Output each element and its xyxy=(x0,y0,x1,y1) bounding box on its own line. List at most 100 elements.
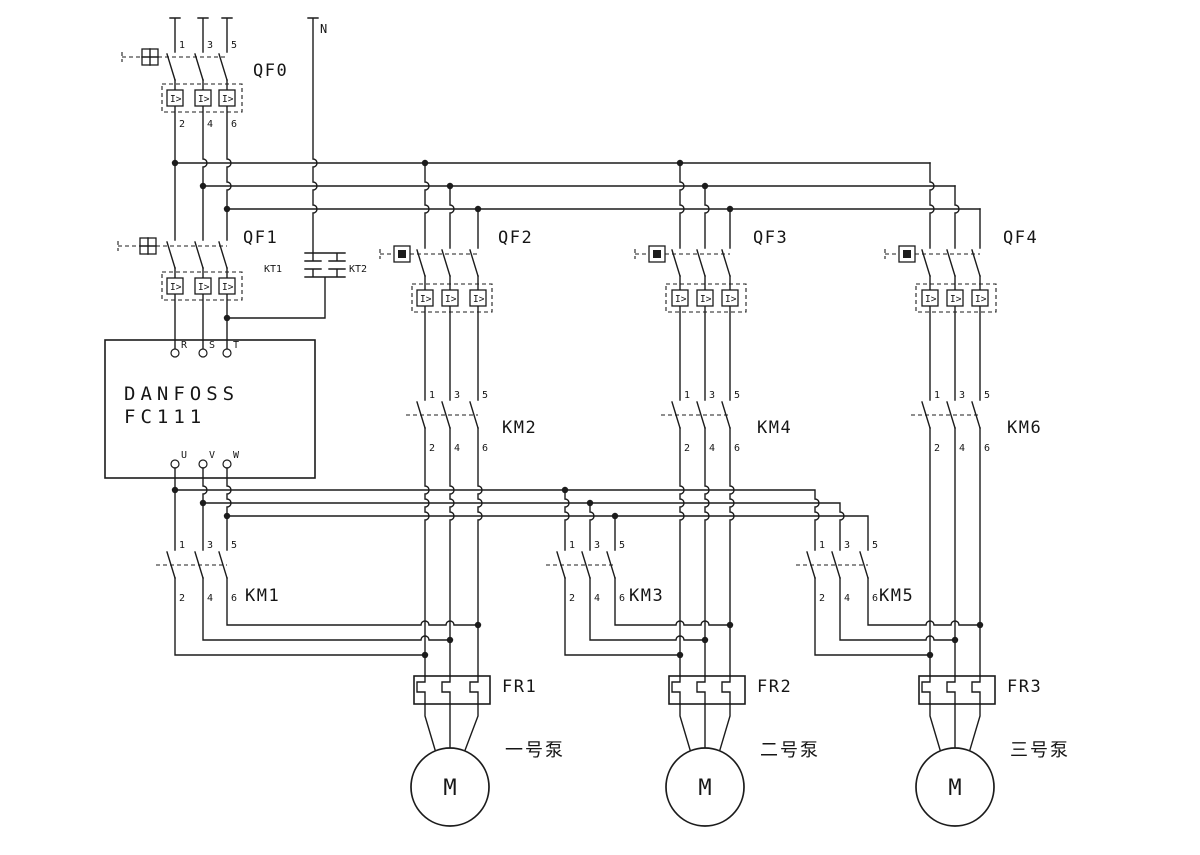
km2-pole-number: 1 xyxy=(429,390,435,401)
km6-blades xyxy=(921,401,981,429)
contactor-km6: 1 3 5 2 4 6 KM6 xyxy=(911,390,1042,677)
qf3-linkage-dashed xyxy=(634,249,730,259)
qf0-pole-number: 3 xyxy=(207,40,213,51)
bus-wires xyxy=(174,162,981,210)
motor-1: M 一号泵 xyxy=(410,703,563,827)
fr1-heater-elements xyxy=(416,675,479,705)
km1-pole-number: 2 xyxy=(179,593,185,604)
fr2-heater-elements xyxy=(671,675,731,705)
qf0-overcurrent-label: I> xyxy=(222,94,234,105)
junction-dot xyxy=(421,159,429,167)
qf0-pole-number: 4 xyxy=(207,119,213,130)
km1-pole-number: 6 xyxy=(231,593,237,604)
junction-dot xyxy=(223,314,231,322)
junction-dot xyxy=(474,205,482,213)
km4-pole-number: 3 xyxy=(709,390,715,401)
qf3-trip-unit-square xyxy=(696,289,714,307)
neutral-wire xyxy=(307,17,319,254)
fr1-box xyxy=(413,675,491,705)
km3-output-wires xyxy=(564,577,731,656)
motor1-letter: M xyxy=(443,776,456,801)
fr3-label: FR3 xyxy=(1007,677,1042,697)
junction-dot xyxy=(199,182,207,190)
vfd-output-wires xyxy=(174,467,869,551)
kt-wires xyxy=(226,252,346,319)
km5-pole-number: 2 xyxy=(819,593,825,604)
qf1-trip-unit-square xyxy=(218,277,236,295)
qf1-linkage-dashed xyxy=(117,241,227,251)
qf2-mechanism-inner xyxy=(398,250,406,258)
qf1-overcurrent-label: I> xyxy=(198,282,210,293)
vfd-terminal-w xyxy=(222,459,232,469)
qf0-pole-number: 5 xyxy=(231,40,237,51)
km6-pole-number: 5 xyxy=(984,390,990,401)
qf1-trip-box-dashed xyxy=(161,271,243,301)
qf0-trip-unit-square xyxy=(218,89,236,107)
qf4-overcurrent-label: I> xyxy=(975,294,987,305)
km2-pole-number: 5 xyxy=(482,390,488,401)
qf2-label: QF2 xyxy=(498,228,533,248)
km4-pole-number: 1 xyxy=(684,390,690,401)
junction-dot xyxy=(561,486,569,494)
km5-output-wires xyxy=(814,577,981,656)
junction-dot xyxy=(701,636,709,644)
qf0-mechanism-cross xyxy=(141,48,159,66)
qf2-trip-unit-square xyxy=(416,289,434,307)
vfd-terminal-s xyxy=(198,348,208,358)
junction-dot xyxy=(701,182,709,190)
thermal-relay-fr1: FR1 xyxy=(413,675,537,705)
km2-pole-number: 4 xyxy=(454,443,460,454)
km3-pole-number: 5 xyxy=(619,540,625,551)
breaker-qf0: I> I> I> 1 3 5 2 4 6 QF0 xyxy=(121,17,287,241)
fr2-label: FR2 xyxy=(757,677,792,697)
qf0-linkage-dashed xyxy=(121,52,227,62)
km5-pole-number: 3 xyxy=(844,540,850,551)
qf2-overcurrent-label: I> xyxy=(473,294,485,305)
km1-pole-number: 4 xyxy=(207,593,213,604)
fr3-heater-elements xyxy=(921,675,981,705)
km3-pole-number: 1 xyxy=(569,540,575,551)
km6-pole-number: 6 xyxy=(984,443,990,454)
km1-label: KM1 xyxy=(245,586,280,606)
qf0-blades xyxy=(166,53,228,81)
qf0-trip-unit-square xyxy=(166,89,184,107)
km4-pole-number: 4 xyxy=(709,443,715,454)
qf4-mechanism-inner xyxy=(903,250,911,258)
km2-pole-number: 6 xyxy=(482,443,488,454)
breaker-qf4: I> I> I> QF4 xyxy=(884,162,1037,401)
km2-blades xyxy=(416,401,479,429)
km4-pole-number: 2 xyxy=(684,443,690,454)
qf3-trip-box-dashed xyxy=(665,283,747,313)
vfd-terminal-v xyxy=(198,459,208,469)
fr1-label: FR1 xyxy=(502,677,537,697)
qf4-trip-unit-square xyxy=(946,289,964,307)
km2-label: KM2 xyxy=(502,418,537,438)
km1-pole-number: 5 xyxy=(231,540,237,551)
qf4-linkage-dashed xyxy=(884,249,980,259)
km3-blades xyxy=(556,551,616,579)
contactor-km2: 1 3 5 2 4 6 KM2 xyxy=(406,390,537,677)
contactor-km3: 1 3 5 2 4 6 KM3 xyxy=(546,540,731,656)
vfd-terminal-s-label: S xyxy=(209,340,215,351)
mains-bus xyxy=(174,162,981,210)
thermal-relay-fr3: FR3 xyxy=(918,675,1042,705)
pump2-label: 二号泵 xyxy=(760,740,820,761)
junction-dot xyxy=(976,621,984,629)
km3-pole-number: 2 xyxy=(569,593,575,604)
vfd-terminal-t-label: T xyxy=(233,340,239,351)
motor3-circle xyxy=(915,747,995,827)
motor1-circle xyxy=(410,747,490,827)
vfd-terminal-u-label: U xyxy=(181,450,187,461)
km5-label: KM5 xyxy=(879,586,914,606)
qf2-overcurrent-label: I> xyxy=(420,294,432,305)
neutral-label: N xyxy=(320,22,327,36)
qf1-wires xyxy=(174,267,228,350)
qf3-trip-unit-square xyxy=(671,289,689,307)
qf1-trip-unit-square xyxy=(194,277,212,295)
km5-pole-number: 6 xyxy=(872,593,878,604)
km6-label: KM6 xyxy=(1007,418,1042,438)
qf2-trip-unit-square xyxy=(441,289,459,307)
fr2-box xyxy=(668,675,746,705)
qf0-trip-unit-square xyxy=(194,89,212,107)
motor-2: M 二号泵 xyxy=(665,703,820,827)
